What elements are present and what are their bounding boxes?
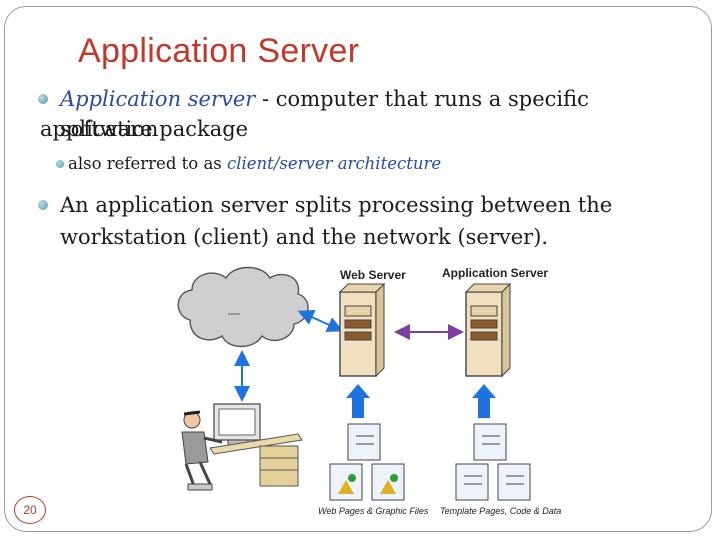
sub-bullet-client-server: also referred to as client/server archit… bbox=[56, 152, 442, 176]
bullet-application-server: Application server - computer that runs … bbox=[38, 84, 690, 144]
bullet-dot-icon bbox=[38, 200, 48, 210]
term-application-server: Application server bbox=[60, 87, 256, 111]
page-number-badge: 20 bbox=[14, 496, 46, 524]
web-pages-caption: Web Pages & Graphic Files bbox=[318, 506, 429, 516]
template-pages-caption: Template Pages, Code & Data bbox=[440, 506, 562, 516]
document-icon bbox=[455, 463, 489, 501]
bullet2-line1: An application server splits processing … bbox=[60, 193, 613, 217]
graphic-file-icon bbox=[329, 463, 363, 501]
document-icon bbox=[347, 423, 381, 461]
workstation-client-icon bbox=[181, 403, 303, 491]
up-arrow-icon bbox=[346, 384, 370, 418]
client-server-diagram: Web Server Application Server Web Pages … bbox=[170, 262, 570, 524]
application-server-icon bbox=[464, 282, 512, 378]
diagram-svg bbox=[177, 266, 531, 501]
web-server-icon bbox=[338, 282, 386, 378]
bullet-splits-processing: An application server splits processing … bbox=[38, 190, 690, 220]
bullet-dot-icon bbox=[56, 160, 64, 168]
bullet1-continuation: software package bbox=[60, 117, 249, 141]
application-server-label: Application Server bbox=[442, 266, 549, 280]
sub-bullet-prefix: also referred to as bbox=[68, 154, 227, 173]
document-icon bbox=[497, 463, 531, 501]
bullet-dot-icon bbox=[38, 94, 48, 104]
bullet1-text: - computer that runs a specific applicat… bbox=[40, 87, 589, 141]
up-arrow-icon bbox=[472, 384, 496, 418]
cloud-server-arrow bbox=[297, 310, 344, 332]
slide-title: Application Server bbox=[78, 32, 360, 70]
document-icon bbox=[473, 423, 507, 461]
graphic-file-icon bbox=[371, 463, 405, 501]
network-cloud-icon bbox=[177, 266, 309, 348]
web-server-label: Web Server bbox=[340, 268, 406, 282]
term-client-server: client/server architecture bbox=[227, 154, 442, 173]
bullet2-continuation: workstation (client) and the network (se… bbox=[60, 225, 549, 249]
